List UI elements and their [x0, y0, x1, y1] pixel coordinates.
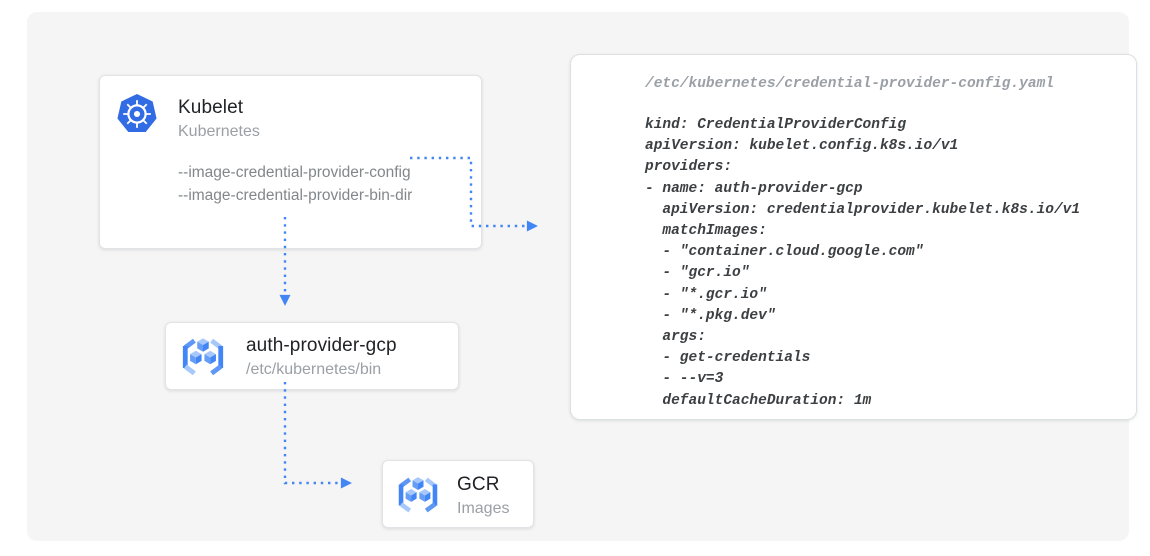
code-line: - get-credentials: [645, 350, 811, 367]
code-line: apiVersion: kubelet.config.k8s.io/v1: [645, 138, 959, 155]
config-file-path: /etc/kubernetes/credential-provider-conf…: [645, 76, 1054, 92]
flag-image-credential-provider-config: --image-credential-provider-config: [178, 164, 411, 181]
node-auth-subtitle: /etc/kubernetes/bin: [246, 361, 382, 378]
flag-image-credential-provider-bin-dir: --image-credential-provider-bin-dir: [178, 187, 413, 204]
gcr-icon: [396, 473, 440, 517]
code-line: kind: CredentialProviderConfig: [645, 117, 907, 133]
node-auth-title: auth-provider-gcp: [246, 335, 397, 356]
code-line: - --v=3: [645, 371, 724, 388]
code-line: - "gcr.io": [645, 265, 750, 282]
credential-provider-config-panel: /etc/kubernetes/credential-provider-conf…: [570, 54, 1137, 420]
code-line: providers:: [645, 159, 733, 176]
code-line: apiVersion: credentialprovider.kubelet.k…: [645, 201, 1081, 218]
code-line: defaultCacheDuration: 1m: [645, 392, 872, 409]
gcr-icon: [180, 334, 226, 380]
node-gcr-title: GCR: [457, 474, 500, 495]
code-line: - name: auth-provider-gcp: [645, 180, 863, 197]
kubelet-flags: --image-credential-provider-config --ima…: [178, 161, 412, 207]
node-gcr: GCR Images: [382, 460, 534, 528]
code-line: - "*.pkg.dev": [645, 307, 776, 324]
code-line: - "*.gcr.io": [645, 286, 767, 303]
kubernetes-icon: [116, 93, 158, 135]
code-line: - "container.cloud.google.com": [645, 244, 924, 261]
code-line: matchImages:: [645, 223, 767, 240]
diagram-canvas: Kubelet Kubernetes --image-credential-pr…: [27, 12, 1137, 541]
node-gcr-subtitle: Images: [457, 500, 510, 517]
code-line: args:: [645, 329, 706, 346]
node-auth-provider-gcp: auth-provider-gcp /etc/kubernetes/bin: [165, 322, 459, 390]
node-kubelet-subtitle: Kubernetes: [178, 123, 260, 140]
node-kubelet: Kubelet Kubernetes --image-credential-pr…: [99, 75, 482, 249]
node-kubelet-title: Kubelet: [178, 97, 244, 118]
